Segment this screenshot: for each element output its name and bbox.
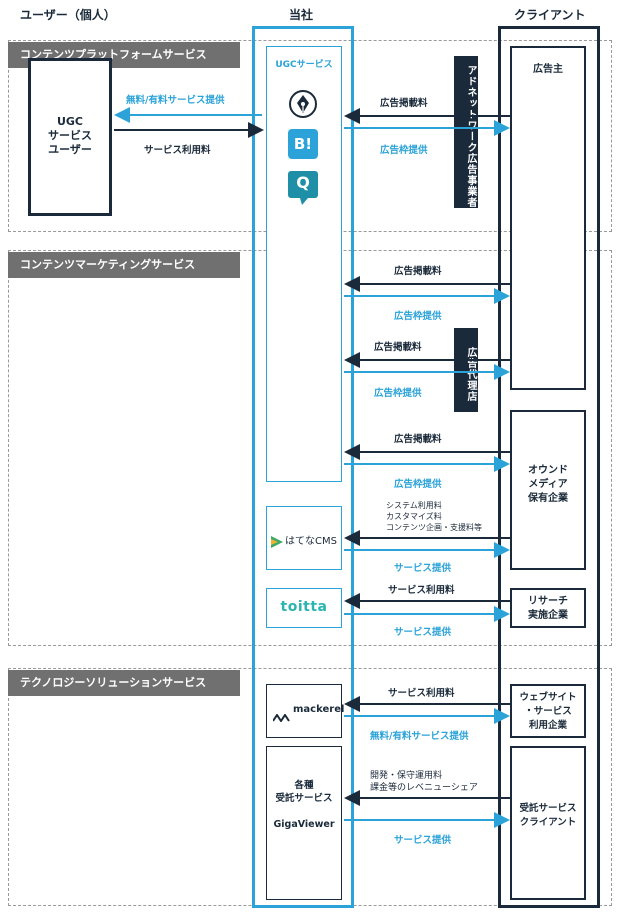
hatena-question-letter: Q xyxy=(296,173,310,192)
contract-services-label: 各種 受託サービス xyxy=(275,780,333,804)
owned-media-box: オウンド メディア 保有企業 xyxy=(510,410,586,570)
mackerel-box: mackerel xyxy=(266,684,345,738)
ad-agency-tag: 広告代理店 xyxy=(454,328,478,412)
toitta-box: toitta xyxy=(266,588,342,628)
hatena-bookmark-icon: B! xyxy=(288,129,318,159)
hatena-cms-label: はてなCMS xyxy=(285,536,337,547)
gigaviewer-label: GigaViewer xyxy=(273,819,335,830)
website-client-box: ウェブサイト ・サービス 利用企業 xyxy=(510,684,586,738)
owned-media-label: オウンド メディア 保有企業 xyxy=(528,465,568,504)
column-header-user: ユーザー（個人） xyxy=(20,8,116,22)
label-ad-fee-3: 広告掲載料 xyxy=(374,342,422,353)
label-cms-fee: システム利用料 カスタマイズ料 コンテンツ企画・支援料等 xyxy=(386,501,482,532)
contract-services-box: 各種 受託サービス GigaViewer xyxy=(266,746,342,900)
label-ad-slot-2: 広告枠提供 xyxy=(394,311,442,322)
label-service-provide-1: サービス提供 xyxy=(394,563,452,574)
label-ad-slot-3: 広告枠提供 xyxy=(374,388,422,399)
label-ad-slot-4: 広告枠提供 xyxy=(394,479,442,490)
advertiser-box: 広告主 xyxy=(510,46,586,390)
ad-network-tag: アドネットワーク広告事業者 xyxy=(454,56,478,208)
hatena-question-icon: Q xyxy=(288,171,318,205)
label-service-provide-3: サービス提供 xyxy=(394,835,452,846)
label-ad-fee-1: 広告掲載料 xyxy=(380,98,428,109)
label-ad-fee-4: 広告掲載料 xyxy=(394,434,442,445)
section-label-technology: テクノロジーソリューションサービス xyxy=(8,670,240,696)
ugc-service-box: UGCサービス B! Q xyxy=(266,46,342,482)
column-header-company: 当社 xyxy=(289,8,314,22)
label-free-paid-1: 無料/有料サービス提供 xyxy=(126,95,225,106)
company-column xyxy=(252,26,354,908)
pen-nib-icon xyxy=(288,89,318,119)
label-service-provide-2: サービス提供 xyxy=(394,627,452,638)
research-box: リサーチ 実施企業 xyxy=(510,588,586,628)
toitta-label: toitta xyxy=(280,599,328,615)
label-ad-fee-2: 広告掲載料 xyxy=(394,266,442,277)
website-client-label: ウェブサイト ・サービス 利用企業 xyxy=(519,692,577,731)
ugc-service-label: UGCサービス xyxy=(275,60,333,70)
mackerel-logo-icon xyxy=(272,707,291,723)
label-service-fee-1: サービス利用料 xyxy=(144,145,211,156)
label-dev-fee: 開発・保守運用料 課金等のレベニューシェア xyxy=(370,771,478,793)
hatena-cms-logo-icon xyxy=(271,533,283,548)
label-service-fee-3: サービス利用料 xyxy=(388,688,455,699)
section-label-marketing: コンテンツマーケティングサービス xyxy=(8,252,240,278)
ugc-user-label: UGC サービス ユーザー xyxy=(48,115,92,156)
label-ad-slot-1: 広告枠提供 xyxy=(380,145,428,156)
label-free-paid-2: 無料/有料サービス提供 xyxy=(370,731,469,742)
ugc-user-box: UGC サービス ユーザー xyxy=(28,58,112,216)
column-header-client: クライアント xyxy=(514,8,586,22)
label-service-fee-2: サービス利用料 xyxy=(388,585,455,596)
mackerel-label: mackerel xyxy=(293,704,345,715)
contract-client-box: 受託サービス クライアント xyxy=(510,746,586,900)
advertiser-label: 広告主 xyxy=(533,64,563,75)
contract-client-label: 受託サービス クライアント xyxy=(519,803,577,828)
research-label: リサーチ 実施企業 xyxy=(528,596,568,621)
hatena-cms-box: はてなCMS xyxy=(266,506,342,570)
